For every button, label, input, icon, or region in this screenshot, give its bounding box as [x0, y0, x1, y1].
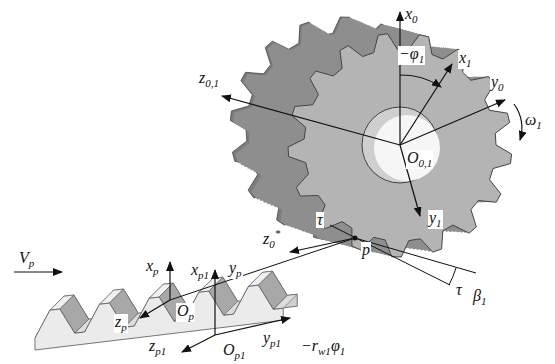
pitch-point: [353, 236, 358, 241]
index-text: p1: [198, 269, 209, 281]
index-text: p1: [270, 337, 281, 349]
symbol-text: y: [263, 329, 270, 346]
index-text: p: [121, 321, 127, 333]
symbol-text: y: [429, 209, 436, 226]
symbol-text: −r: [301, 337, 318, 354]
axis-arrow: [399, 12, 400, 145]
axis-label: τ: [316, 212, 324, 228]
index-text: w1: [318, 345, 331, 357]
index-text: p: [153, 265, 159, 277]
index-text: 1: [419, 53, 425, 65]
index-text: 0,1: [419, 157, 433, 169]
axis-label: p: [361, 242, 371, 258]
axis-arrow: [400, 145, 420, 216]
axis-arrow: [400, 100, 505, 145]
rack-tooth-surface: [273, 294, 297, 309]
symbol-text: z: [199, 69, 205, 86]
symbol-text: y: [229, 259, 236, 276]
symbol-text: τ: [456, 281, 462, 298]
axis-arrow: [222, 96, 400, 145]
axis-label: z0,1: [198, 70, 220, 89]
reference-line: [330, 225, 450, 285]
axis-label: xp: [145, 258, 160, 277]
axis-arrow: [400, 64, 452, 145]
symbol-text: z: [115, 313, 121, 330]
symbol-text: x: [459, 49, 466, 66]
symbol-text: x: [405, 5, 412, 22]
symbol-text: p: [362, 241, 370, 258]
axis-label: τ: [455, 282, 463, 298]
index-text: p: [189, 310, 195, 322]
axis-label: x1: [458, 50, 473, 69]
axis-arrow: [182, 335, 215, 352]
symbol-text: τ: [317, 211, 323, 228]
axis-label: y0: [490, 74, 505, 93]
axis-label: yp1: [262, 330, 282, 349]
index-text: 1: [481, 295, 487, 307]
axis-label: zp1: [148, 338, 167, 357]
axis-label: zp: [114, 314, 128, 333]
symbol-text: φ: [331, 337, 340, 354]
index-text: p: [236, 267, 242, 279]
symbol-text: V: [19, 249, 29, 266]
symbol-text: x: [146, 257, 153, 274]
axis-arrow: [290, 238, 355, 252]
axis-label: yp: [228, 260, 243, 279]
index-text: 1: [340, 345, 346, 357]
symbol-text: O: [407, 149, 419, 166]
index-text: 0: [269, 238, 275, 250]
index-text: 0,1: [205, 77, 219, 89]
symbol-text: y: [491, 73, 498, 90]
symbol-text: O: [177, 302, 189, 319]
axis-label: −φ1: [398, 46, 425, 65]
symbol-text: β: [473, 287, 481, 304]
coordinate-axes: [14, 12, 522, 352]
axis-arrow: [214, 270, 215, 335]
index-text: 0: [498, 81, 504, 93]
index-text: p: [29, 257, 35, 269]
index-text: 1: [536, 119, 542, 131]
axis-label: O0,1: [406, 150, 433, 169]
axis-label: β1: [472, 288, 487, 307]
axis-arrow: [14, 271, 62, 272]
axis-label: Op: [176, 303, 195, 322]
index-text: p1: [235, 349, 246, 361]
reference-line: [355, 238, 476, 273]
index-text: 1: [466, 57, 472, 69]
rotation-arrow: [514, 104, 522, 140]
axis-label: y1: [428, 210, 443, 229]
axis-label: ω1: [524, 112, 543, 131]
index-text: 1: [436, 217, 442, 229]
axis-arrow: [140, 300, 170, 318]
axis-label: −rw1φ1: [300, 338, 346, 357]
index-text: 0: [412, 13, 418, 25]
symbol-text: ω: [525, 111, 536, 128]
axis-label: x0: [404, 6, 419, 25]
axis-label: xp1: [190, 262, 210, 281]
symbol-text: O: [223, 341, 235, 358]
axis-label: Vp: [18, 250, 35, 269]
index-text: *: [275, 227, 281, 239]
axis-label: z0*: [262, 228, 281, 250]
index-text: p1: [155, 345, 166, 357]
symbol-text: z: [263, 230, 269, 247]
symbol-text: z: [149, 337, 155, 354]
axis-arrow: [169, 262, 170, 300]
axis-label: Op1: [222, 342, 247, 361]
symbol-text: x: [191, 261, 198, 278]
symbol-text: −φ: [399, 45, 419, 62]
angle-arc: [400, 75, 441, 87]
